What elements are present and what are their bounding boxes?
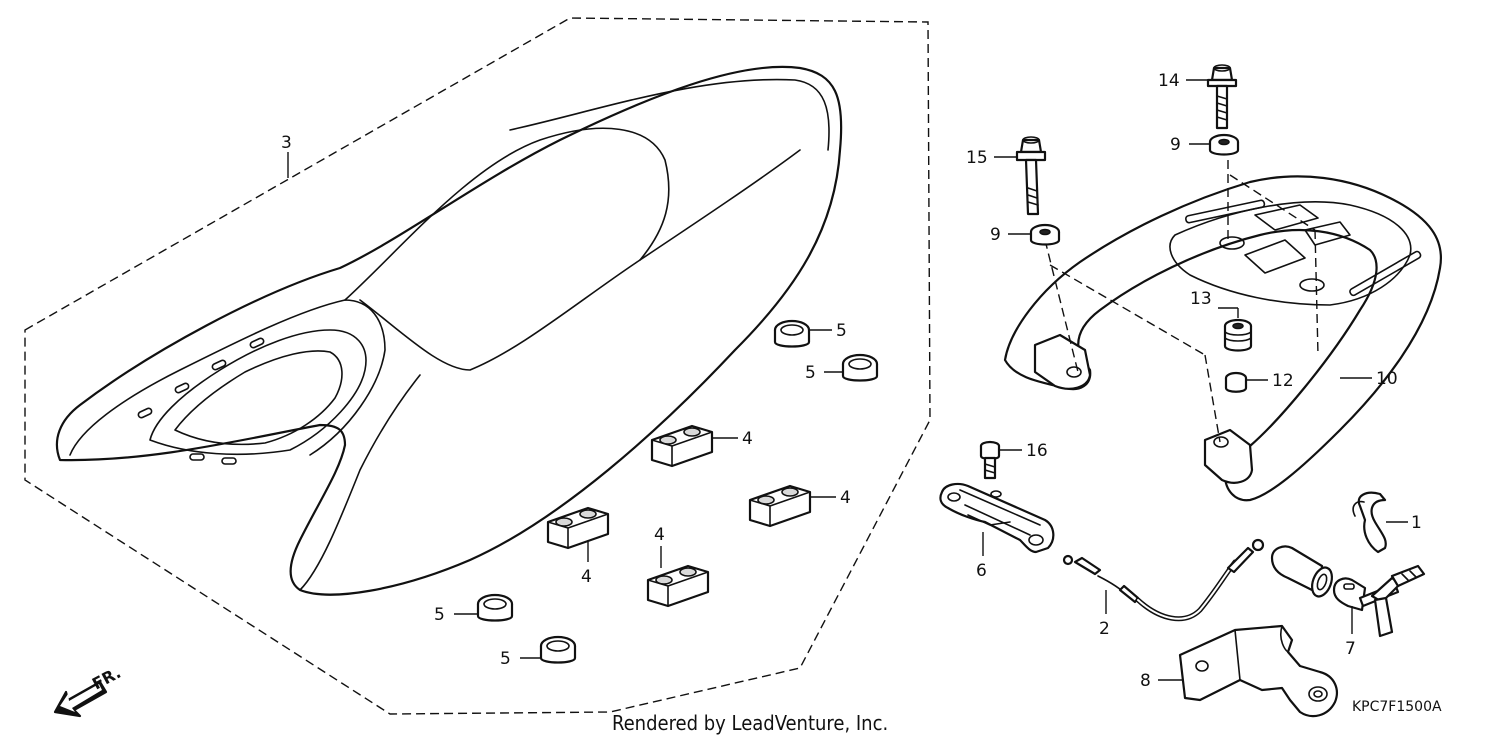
callout-5c: 5 — [434, 605, 445, 625]
callout-8: 8 — [1140, 671, 1151, 691]
lock-bracket-8[interactable] — [1178, 624, 1338, 718]
callout-5a: 5 — [836, 321, 847, 341]
callout-2: 2 — [1099, 619, 1110, 639]
callout-4a: 4 — [742, 429, 753, 449]
callout-4b: 4 — [840, 488, 851, 508]
washer-9-a[interactable] — [1208, 133, 1240, 156]
callout-3: 3 — [281, 133, 292, 153]
clip-1[interactable] — [1352, 491, 1387, 554]
callout-5b: 5 — [805, 363, 816, 383]
cushion-5-d[interactable] — [539, 635, 577, 664]
seat-lock-7[interactable] — [1270, 545, 1426, 638]
rubber-block-4-b[interactable] — [748, 484, 812, 528]
callout-14: 14 — [1158, 71, 1180, 91]
cushion-5-c[interactable] — [476, 593, 514, 622]
washer-9-b[interactable] — [1029, 223, 1061, 246]
callout-12: 12 — [1272, 371, 1294, 391]
rubber-block-4-a[interactable] — [650, 424, 714, 468]
callout-5d: 5 — [500, 649, 511, 669]
callout-7: 7 — [1345, 639, 1356, 659]
rubber-block-4-c[interactable] — [546, 506, 610, 550]
callout-6: 6 — [976, 561, 987, 581]
bolt-15[interactable] — [1015, 136, 1047, 216]
diagram-code: KPC7F1500A — [1352, 699, 1442, 715]
collar-13[interactable] — [1223, 318, 1253, 352]
cushion-5-a[interactable] — [773, 319, 811, 348]
callout-10: 10 — [1376, 369, 1398, 389]
seat-latch-6[interactable] — [939, 482, 1055, 554]
callout-9b: 9 — [990, 225, 1001, 245]
seat-lock-cable-2[interactable] — [1062, 538, 1265, 622]
bolt-14[interactable] — [1206, 64, 1238, 130]
callout-4d: 4 — [654, 525, 665, 545]
callout-9a: 9 — [1170, 135, 1181, 155]
seat-part-3[interactable] — [55, 65, 843, 596]
callout-4c: 4 — [581, 567, 592, 587]
callout-1: 1 — [1411, 513, 1422, 533]
cushion-5-b[interactable] — [841, 353, 879, 382]
bolt-16[interactable] — [979, 440, 1001, 480]
rubber-block-4-d[interactable] — [646, 564, 710, 608]
seat-group-boundary — [24, 17, 931, 715]
credit-text: Rendered by LeadVenture, Inc. — [612, 711, 888, 735]
callout-15: 15 — [966, 148, 988, 168]
callout-13: 13 — [1190, 289, 1212, 309]
front-direction-arrow-icon — [53, 680, 108, 718]
callout-16: 16 — [1026, 441, 1048, 461]
rear-carrier-10[interactable] — [1003, 175, 1442, 502]
nut-12[interactable] — [1224, 371, 1248, 393]
